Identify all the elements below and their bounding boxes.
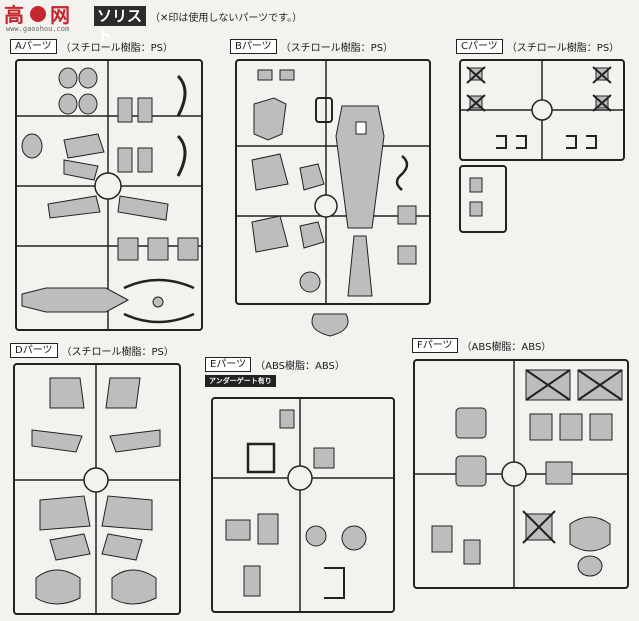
runner-f-label: Fパーツ （ABS樹脂：ABS） <box>412 338 551 353</box>
runner-b-tag: Bパーツ <box>230 39 277 54</box>
runner-e-ribbon: アンダーゲート有り <box>205 375 276 387</box>
page-title: ソリスト <box>94 6 146 45</box>
runner-e-tag: Eパーツ <box>205 357 252 372</box>
runner-a-tag: Aパーツ <box>10 39 57 54</box>
runner-f-material: （ABS樹脂：ABS） <box>461 342 552 353</box>
page-header: 高 网 www.gaoshou.com ソリスト （✕印は使用しないパーツです。… <box>0 0 639 45</box>
runner-d-tag: Dパーツ <box>10 343 58 358</box>
page-note: （✕印は使用しないパーツです。） <box>150 13 303 24</box>
runner-f-tag: Fパーツ <box>412 338 458 353</box>
runner-c-diagram <box>456 56 632 236</box>
runner-a-diagram <box>8 56 208 334</box>
logo-char-2: 网 <box>50 3 70 27</box>
logo-char-1: 高 <box>4 3 24 27</box>
runner-d-diagram <box>10 360 190 618</box>
runner-b-material: （スチロール樹脂：PS） <box>280 43 394 54</box>
runner-b-diagram <box>230 56 440 346</box>
logo-url: www.gaoshou.com <box>6 25 70 33</box>
runner-a-label: Aパーツ （スチロール樹脂：PS） <box>10 39 173 54</box>
runner-c-tag: Cパーツ <box>456 39 503 54</box>
runner-e-diagram <box>204 388 400 616</box>
runner-e-label: Eパーツ （ABS樹脂：ABS） <box>205 357 345 372</box>
runner-c-material: （スチロール樹脂：PS） <box>506 43 620 54</box>
runner-a-material: （スチロール樹脂：PS） <box>60 43 174 54</box>
runner-e-material: （ABS樹脂：ABS） <box>255 361 345 372</box>
logo-mark <box>30 6 46 22</box>
site-logo: 高 网 <box>2 2 96 34</box>
runner-d-label: Dパーツ （スチロール樹脂：PS） <box>10 343 174 358</box>
runner-d-material: （スチロール樹脂：PS） <box>61 347 174 358</box>
runner-f-diagram <box>410 354 634 594</box>
runner-c-label: Cパーツ （スチロール樹脂：PS） <box>456 39 619 54</box>
runner-b-label: Bパーツ （スチロール樹脂：PS） <box>230 39 393 54</box>
